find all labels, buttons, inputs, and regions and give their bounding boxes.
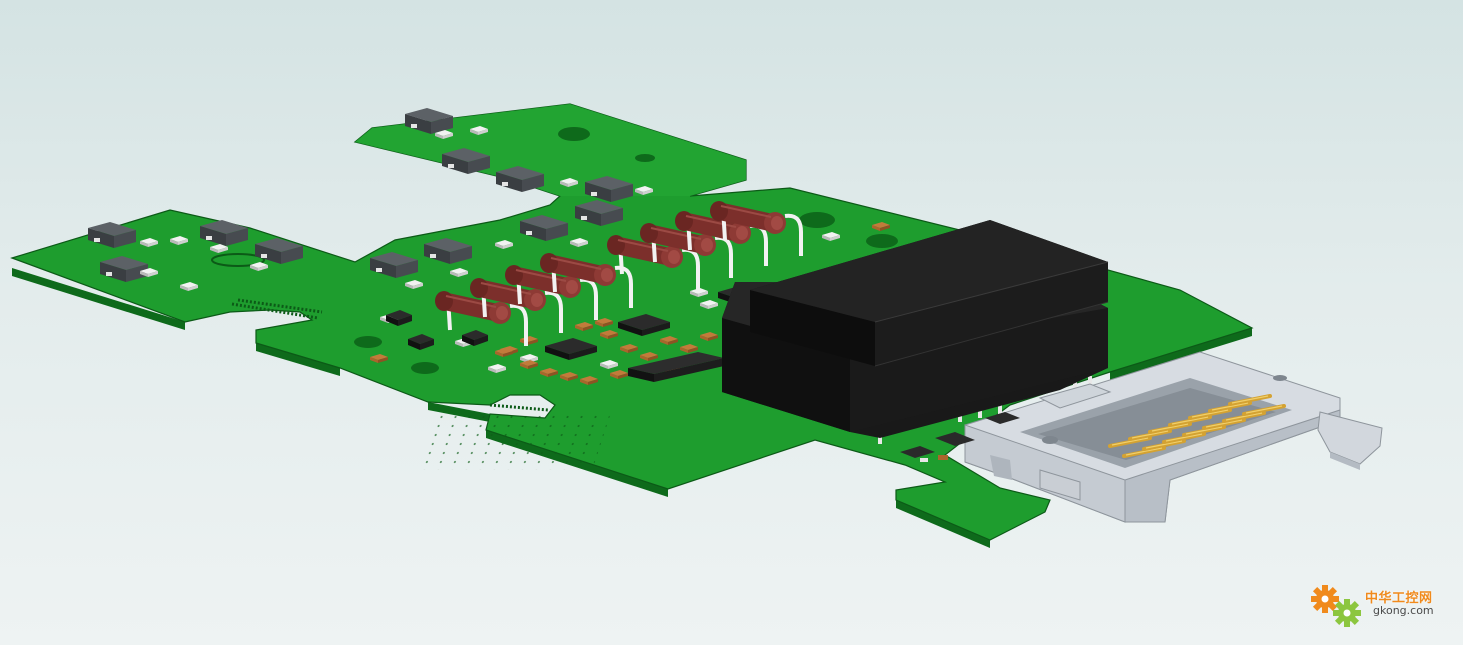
sot-transistor <box>386 310 412 326</box>
smd-diode-block <box>200 220 248 246</box>
axial-resistor <box>640 223 733 278</box>
smd-chip-white <box>435 130 453 139</box>
smd-chip-brown <box>495 348 513 357</box>
smd-chip-white <box>180 282 198 291</box>
smd-chip-white <box>690 288 708 297</box>
black-power-connector <box>722 220 1109 444</box>
smd-chip-brown <box>660 336 678 345</box>
smd-chip-brown <box>680 344 698 353</box>
smd-chip-white <box>470 126 488 135</box>
watermark-brand-cn: 中华工控网 <box>1365 591 1433 606</box>
smd-chip-white <box>570 238 588 247</box>
header-pin-highlight <box>1171 416 1209 425</box>
header-pin-highlight <box>1225 412 1263 421</box>
header-pin-highlight <box>1245 405 1283 414</box>
smd-diode-block <box>424 238 472 264</box>
smd-chip-white <box>405 280 423 289</box>
sot-transistor <box>408 334 434 350</box>
smd-chip-white <box>495 240 513 249</box>
smd-chip-white <box>170 236 188 245</box>
smd-chip-white <box>140 268 158 277</box>
axial-resistor-group <box>435 201 803 346</box>
header-pin-highlight <box>1145 440 1183 449</box>
smd-chip-white <box>700 300 718 309</box>
smd-near-header <box>900 412 1020 462</box>
smd-chip-brown <box>580 376 598 385</box>
smd-diode-block <box>496 166 544 192</box>
passive-components-group <box>140 126 938 385</box>
smd-chip-brown <box>620 344 638 353</box>
header-pin-highlight <box>1111 437 1149 446</box>
smd-diode-block <box>255 238 303 264</box>
smd-chip-white <box>488 364 506 373</box>
smd-diode-block <box>585 176 633 202</box>
axial-resistor <box>710 201 803 256</box>
smd-chip-brown <box>872 222 890 231</box>
header-gold-pins <box>1108 394 1286 458</box>
smd-chip-brown <box>610 370 628 379</box>
gkong-watermark: 中华工控网 gkong.com <box>1309 579 1449 631</box>
smd-chip-white <box>600 360 618 369</box>
smd-chip-white <box>210 244 228 253</box>
smd-diode-block <box>442 148 490 174</box>
smd-diode-block <box>100 256 148 282</box>
smd-diode-block <box>575 200 623 226</box>
header-pin-highlight <box>1191 409 1229 418</box>
smd-chip-brown <box>560 372 578 381</box>
smd-chip-brown <box>595 318 613 327</box>
smd-chip-white <box>140 238 158 247</box>
smd-chip-brown <box>700 332 718 341</box>
sot-transistor <box>462 330 488 346</box>
watermark-brand-en: gkong.com <box>1373 604 1434 617</box>
header-pin-highlight <box>1231 395 1269 404</box>
smd-diode-group <box>88 108 633 282</box>
gear-logo-icon <box>1311 585 1361 627</box>
smd-chip-white <box>250 262 268 271</box>
smd-chip-white <box>450 268 468 277</box>
smd-diode-block <box>88 222 136 248</box>
smd-chip-brown <box>575 322 593 331</box>
idc-box-header <box>964 351 1383 523</box>
smd-chip-brown <box>600 330 618 339</box>
header-pin-highlight <box>1211 402 1249 411</box>
header-pin-highlight <box>1205 419 1243 428</box>
header-pin-highlight <box>1131 430 1169 439</box>
header-pin-highlight <box>1185 426 1223 435</box>
smd-chip-white <box>822 232 840 241</box>
smd-diode-block <box>520 215 568 241</box>
ic-group <box>545 284 770 382</box>
smd-chip-brown <box>520 360 538 369</box>
header-pin-highlight <box>1165 433 1203 442</box>
smd-chip-brown <box>640 352 658 361</box>
smd-diode-block <box>370 252 418 278</box>
smd-chip-white <box>635 186 653 195</box>
smd-diode-block <box>405 108 453 134</box>
axial-resistor <box>540 253 633 308</box>
header-pin-highlight <box>1151 423 1189 432</box>
smd-chip-brown <box>540 368 558 377</box>
smd-chip-brown <box>370 354 388 363</box>
smd-chip-white <box>560 178 578 187</box>
header-pin-highlight <box>1125 447 1163 456</box>
